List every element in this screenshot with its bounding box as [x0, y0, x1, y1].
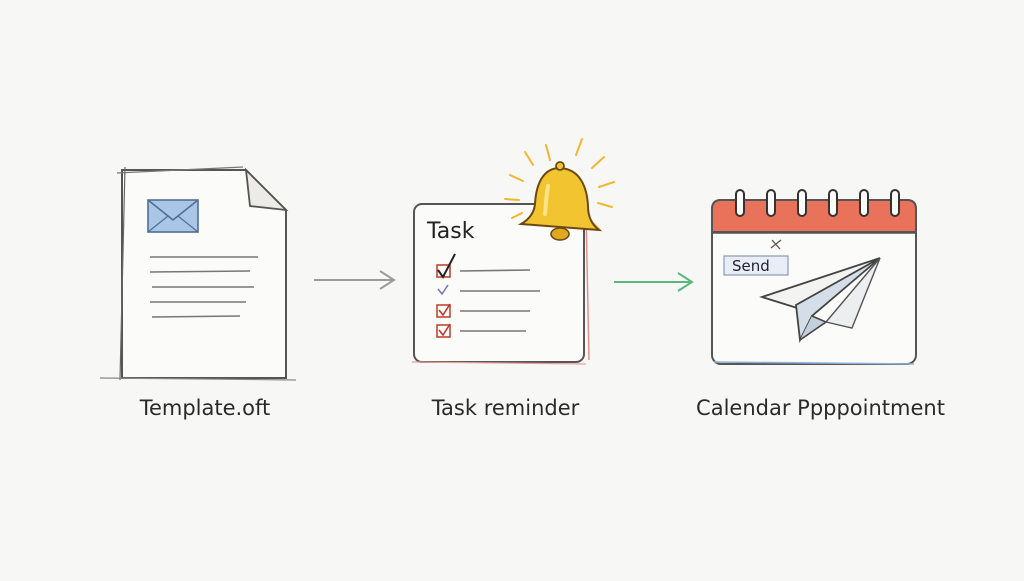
send-label: Send [732, 257, 770, 275]
caption-template: Template.oft [139, 396, 271, 420]
send-tag: Send [723, 239, 789, 276]
checklist-item [436, 303, 530, 318]
calendar-paper-plane-icon: Send [711, 189, 917, 365]
connector-arrow-gray [314, 270, 396, 290]
document-corner-fold [244, 167, 289, 212]
calendar-binder-rings [735, 189, 900, 217]
checklist-item [436, 253, 531, 279]
bell-icon [504, 138, 615, 241]
checklist [436, 253, 540, 338]
caption-calendar-appointment: Calendar Ppppointment [696, 396, 945, 420]
checklist-item [436, 323, 526, 338]
task-card-title: Task [426, 219, 475, 244]
document-text-lines [149, 256, 258, 318]
document-envelope-icon [99, 166, 297, 381]
envelope-icon [147, 199, 199, 233]
caption-task-reminder: Task reminder [431, 396, 580, 420]
task-checklist-bell-icon: Task [411, 138, 615, 365]
paper-plane-icon [759, 257, 881, 344]
task-card [413, 203, 585, 363]
checklist-item [437, 284, 540, 296]
connector-arrow-green [614, 272, 694, 292]
